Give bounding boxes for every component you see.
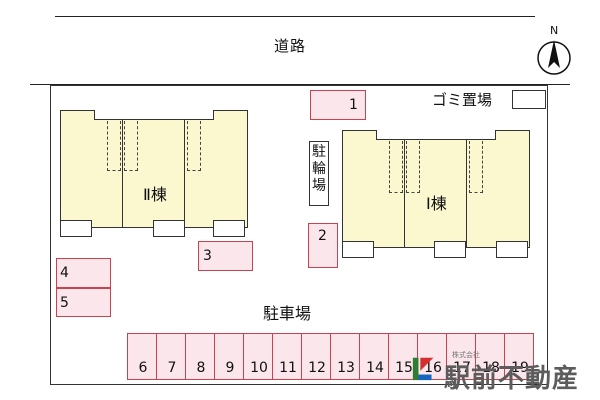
building-1-stairs-c [469,141,483,193]
parking-space-17: 17 [446,333,476,380]
building-2-divider-a [122,120,123,228]
garbage-label: ゴミ置場 [432,91,493,109]
building-1-step-c [496,241,528,258]
parking-space-1: 1 [310,90,366,120]
building-1-notch [376,130,496,140]
parking-space-label: 8 [196,360,206,376]
compass-north-icon: N [537,24,571,75]
parking-space-6: 6 [127,333,157,380]
parking-space-label: 2 [318,228,327,244]
building-2-divider-b [184,120,185,228]
building-1-label: Ⅰ棟 [426,194,447,213]
parking-space-label: 9 [225,360,235,376]
parking-space-label: 10 [250,360,268,376]
building-2-step-a [60,220,92,237]
building-2-stairs-c [187,121,201,171]
parking-space-4: 4 [56,258,111,288]
building-1-step-a [342,241,374,258]
building-1 [342,130,530,248]
bike-parking-char-2: 輪 [312,161,326,177]
parking-space-label: 16 [424,360,442,376]
building-2 [60,110,248,228]
building-1-stairs-a [389,141,403,193]
parking-space-label: 19 [511,360,529,376]
parking-space-13: 13 [330,333,360,380]
parking-space-11: 11 [272,333,302,380]
parking-space-7: 7 [156,333,186,380]
parking-space-10: 10 [243,333,273,380]
building-1-divider-b [466,140,467,248]
company-logo-mark-icon [412,357,434,381]
parking-space-label: 5 [60,295,69,311]
parking-space-label: 15 [395,360,413,376]
parking-space-14: 14 [359,333,389,380]
parking-space-label: 3 [203,248,212,264]
building-2-step-b [153,220,185,237]
bike-parking-char-1: 駐 [312,144,326,160]
garbage-box [512,90,546,109]
parking-space-label: 12 [308,360,326,376]
building-2-step-c [213,220,245,237]
parking-space-label: 1 [349,97,358,113]
parking-space-3: 3 [198,241,253,271]
parking-space-16: 16 [417,333,447,380]
bike-parking-char-3: 場 [312,178,326,194]
parking-space-label: 13 [337,360,355,376]
parking-space-2: 2 [308,223,338,268]
building-1-divider-a [404,140,405,248]
parking-space-19: 19 [504,333,534,380]
parking-space-label: 4 [60,265,69,281]
parking-space-18: 18 [475,333,505,380]
building-1-step-b [434,241,466,258]
parking-space-label: 7 [167,360,177,376]
building-2-stairs-b [124,121,138,171]
building-2-label: Ⅱ棟 [143,185,167,204]
parking-space-12: 12 [301,333,331,380]
parking-space-8: 8 [185,333,215,380]
road-bottom-line [30,84,570,85]
building-1-stairs-b [406,141,420,193]
bike-parking: 駐 輪 場 [309,141,329,206]
compass-label: N [550,24,558,37]
parking-space-label: 18 [482,360,500,376]
road-label: 道路 [273,37,306,55]
parking-space-label: 6 [138,360,148,376]
building-2-notch [94,110,214,120]
parking-space-5: 5 [56,288,111,317]
parking-space-9: 9 [214,333,244,380]
parking-space-label: 11 [279,360,297,376]
parking-space-label: 14 [366,360,384,376]
company-type-label: 株式会社 [452,351,480,359]
company-name: 駅前不動産 [444,364,580,394]
road-top-line [55,16,535,17]
parking-space-label: 17 [453,360,471,376]
parking-lot-label: 駐車場 [263,304,312,323]
building-2-stairs-a [107,121,121,171]
